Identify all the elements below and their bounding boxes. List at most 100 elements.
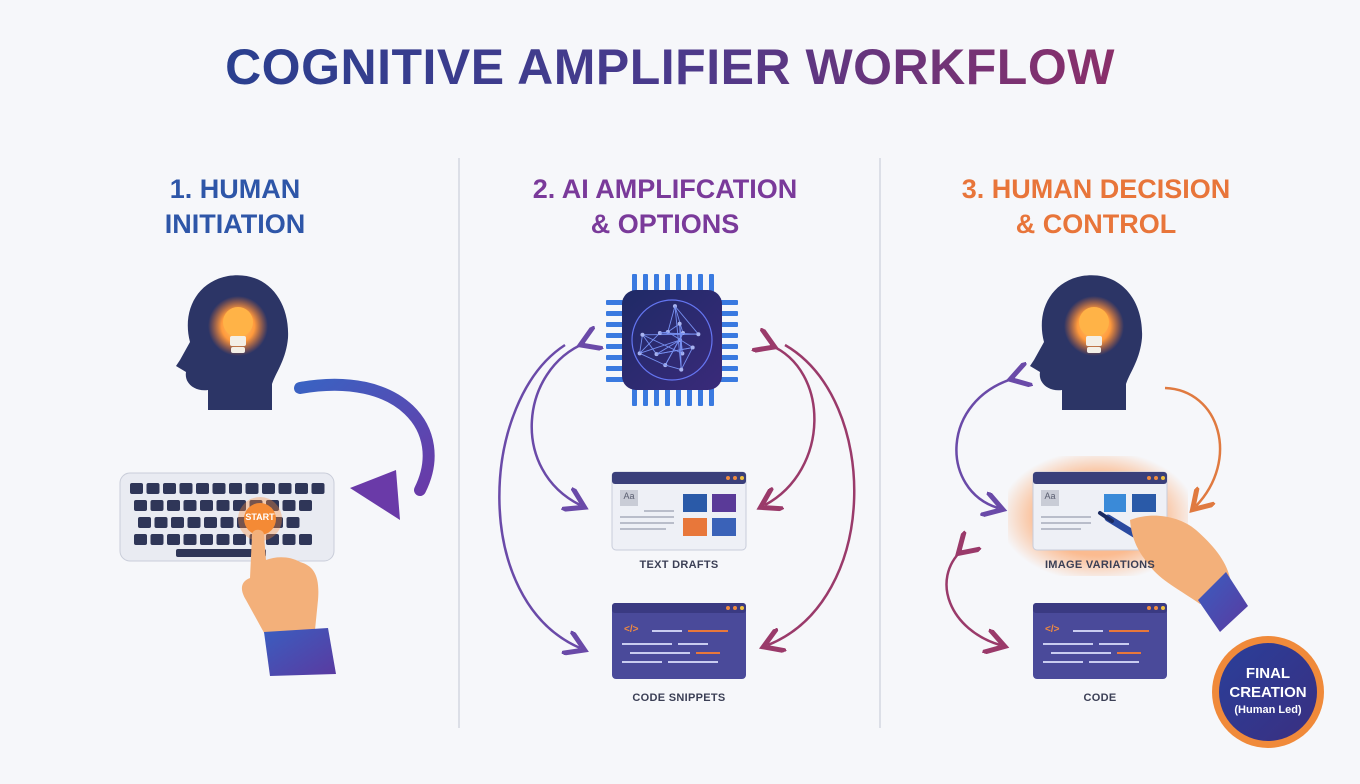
key-icon xyxy=(130,483,143,494)
key-icon xyxy=(146,483,160,494)
key-icon xyxy=(134,500,147,511)
chip-pin-icon xyxy=(606,300,624,305)
key-icon xyxy=(282,534,296,545)
key-icon xyxy=(282,500,296,511)
chip-pin-icon xyxy=(606,355,624,360)
chip-pin-icon xyxy=(698,274,703,292)
network-link xyxy=(680,347,694,370)
network-node xyxy=(679,367,684,372)
chip-pin-icon xyxy=(632,388,637,406)
page-title: COGNITIVE AMPLIFIER WORKFLOW xyxy=(225,39,1115,95)
chip-pin-icon xyxy=(606,344,624,349)
text-drafts-caption: TEXT DRAFTS xyxy=(639,559,719,571)
arrowhead-icon xyxy=(350,470,400,520)
key-icon xyxy=(262,483,275,494)
key-icon xyxy=(196,483,209,494)
key-icon xyxy=(187,517,201,528)
head-lightbulb-icon-step3 xyxy=(1030,275,1143,410)
network-link xyxy=(639,352,666,366)
key-icon xyxy=(216,534,230,545)
chip-pin-icon xyxy=(720,300,738,305)
chip-pin-icon xyxy=(720,322,738,327)
image-variations-caption: IMAGE VARIATIONS xyxy=(1044,559,1156,571)
key-icon xyxy=(299,500,312,511)
key-icon xyxy=(299,534,312,545)
key-icon xyxy=(233,534,246,545)
chip-pin-icon xyxy=(654,274,659,292)
step-2-heading: 2. AI AMPLIFCATION & OPTIONS xyxy=(532,174,798,239)
arc-head-to-image-right xyxy=(1164,386,1222,506)
arc-chip-to-code-right xyxy=(768,343,856,645)
code-snippets-caption: CODE SNIPPETS xyxy=(632,692,726,704)
chip-pin-icon xyxy=(709,388,714,406)
text-icon: Aa xyxy=(623,491,635,501)
key-icon xyxy=(183,500,197,511)
key-icon xyxy=(200,534,213,545)
chip-pin-icon xyxy=(720,333,738,338)
final-line-1: FINAL xyxy=(1245,665,1291,682)
final-creation-text: FINAL CREATION (Human Led) xyxy=(1208,664,1328,718)
chip-pin-icon xyxy=(676,388,681,406)
chip-pin-icon xyxy=(687,274,692,292)
key-icon xyxy=(179,483,193,494)
chip-pin-icon xyxy=(606,366,624,371)
key-icon xyxy=(278,483,292,494)
final-creation-badge xyxy=(1212,636,1324,748)
hand-with-pen-icon xyxy=(1098,511,1248,632)
chip-pin-icon xyxy=(665,274,670,292)
network-link xyxy=(665,364,682,371)
network-link xyxy=(674,305,699,335)
network-link xyxy=(639,334,643,354)
network-node xyxy=(677,321,682,326)
key-icon xyxy=(154,517,168,528)
key-icon xyxy=(200,500,213,511)
network-link xyxy=(674,306,684,334)
key-icon xyxy=(163,483,176,494)
chip-pin-icon xyxy=(606,311,624,316)
chip-pin-icon xyxy=(676,274,681,292)
chip-pin-icon xyxy=(665,388,670,406)
arc-chip-to-drafts-right xyxy=(765,345,816,505)
network-node xyxy=(690,345,695,350)
start-key-label: START xyxy=(245,512,275,522)
key-icon xyxy=(204,517,217,528)
network-link xyxy=(642,334,657,355)
chip-pin-icon xyxy=(720,366,738,371)
chip-pin-icon xyxy=(720,344,738,349)
chip-pin-icon xyxy=(643,388,648,406)
arc-head-to-image-left xyxy=(955,378,1015,508)
final-line-2: CREATION xyxy=(1229,684,1307,701)
chip-pin-icon xyxy=(720,355,738,360)
key-icon xyxy=(216,500,230,511)
key-icon xyxy=(212,483,226,494)
arrow-to-keyboard-icon xyxy=(294,378,435,496)
chip-pin-icon xyxy=(654,388,659,406)
chip-pin-icon xyxy=(687,388,692,406)
key-icon xyxy=(150,500,164,511)
key-icon xyxy=(266,534,279,545)
network-link xyxy=(639,339,681,354)
hand-icon xyxy=(241,529,336,676)
network-link xyxy=(656,347,693,355)
keyboard-icon xyxy=(119,472,335,562)
key-icon xyxy=(138,517,151,528)
text-icon-step3: Aa xyxy=(1044,491,1056,501)
key-icon xyxy=(286,517,300,528)
network-link xyxy=(667,323,680,333)
key-icon xyxy=(150,534,164,545)
chip-pin-icon xyxy=(709,274,714,292)
key-icon xyxy=(171,517,184,528)
code-card-step3 xyxy=(1033,603,1167,679)
network-link xyxy=(659,332,699,335)
network-link xyxy=(667,306,676,333)
step-1-heading: 1. HUMAN INITIATION xyxy=(164,174,306,239)
key-icon xyxy=(245,483,259,494)
key-icon xyxy=(167,500,180,511)
column-divider-right xyxy=(879,158,881,728)
code-snippets-card xyxy=(612,603,746,679)
key-icon xyxy=(183,534,197,545)
chip-pin-icon xyxy=(720,311,738,316)
column-divider-left xyxy=(458,158,460,728)
